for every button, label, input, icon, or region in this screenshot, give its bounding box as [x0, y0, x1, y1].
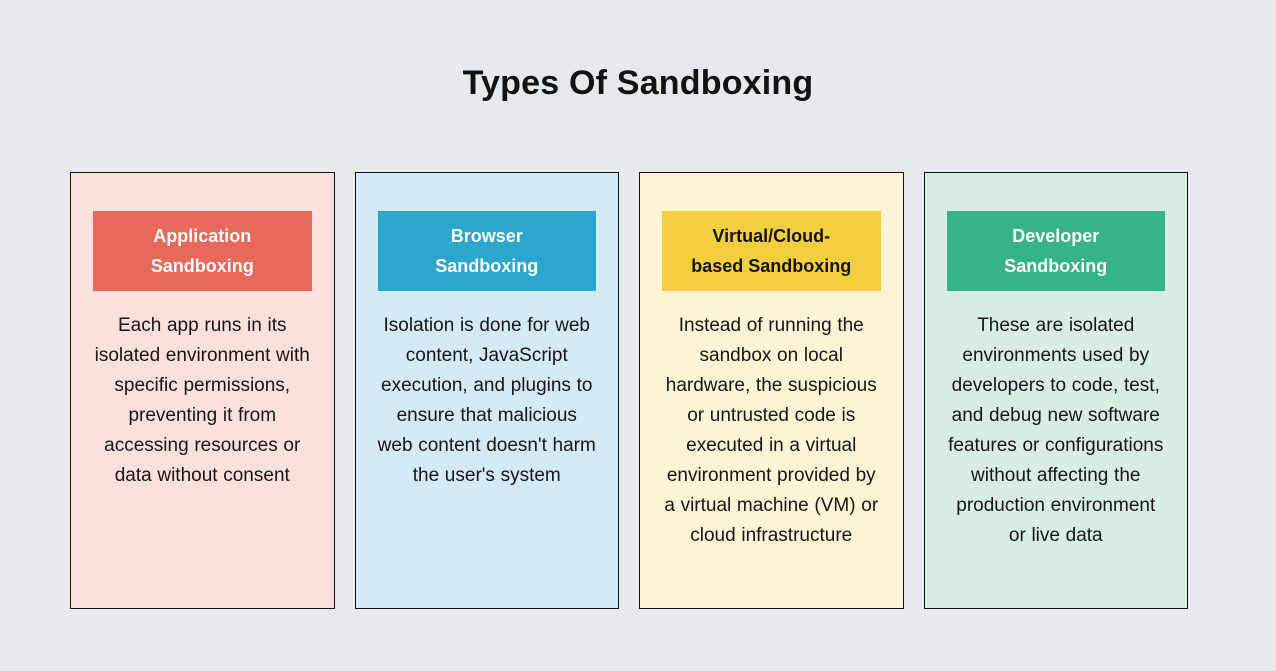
page-title: Types Of Sandboxing [462, 64, 814, 102]
card-header-virtual-cloud-based-sandboxing: Virtual/Cloud- based Sandboxing [662, 211, 881, 291]
card-virtual-cloud-based-sandboxing: Virtual/Cloud- based Sandboxing Instead … [639, 172, 904, 609]
card-browser-sandboxing: Browser Sandboxing Isolation is done for… [354, 172, 619, 609]
card-header-browser-sandboxing: Browser Sandboxing [377, 211, 596, 291]
card-header-line-1: Browser [450, 226, 523, 246]
sandboxing-types-card-row: Application Sandboxing Each app runs in … [70, 172, 1188, 609]
card-body-developer-sandboxing: These are isolated environments used by … [948, 315, 1164, 546]
card-header-line-2: Sandboxing [150, 256, 254, 276]
card-header-line-2: Sandboxing [1004, 256, 1108, 276]
card-body-application-sandboxing: Each app runs in its isolated environmen… [94, 315, 310, 486]
card-body-virtual-cloud-based-sandboxing: Instead of running the sandbox on local … [664, 315, 879, 546]
card-header-line-1: Application [153, 226, 252, 246]
card-header-line-1: Developer [1012, 226, 1100, 246]
card-body-browser-sandboxing: Isolation is done for web content, JavaS… [377, 315, 596, 486]
card-application-sandboxing: Application Sandboxing Each app runs in … [70, 172, 335, 609]
card-header-line-1: Virtual/Cloud- [712, 226, 831, 246]
card-developer-sandboxing: Developer Sandboxing These are isolated … [923, 172, 1188, 609]
card-header-application-sandboxing: Application Sandboxing [93, 211, 312, 291]
card-header-developer-sandboxing: Developer Sandboxing [946, 211, 1165, 291]
card-header-line-2: Sandboxing [435, 256, 539, 276]
card-header-line-2: based Sandboxing [691, 256, 852, 276]
